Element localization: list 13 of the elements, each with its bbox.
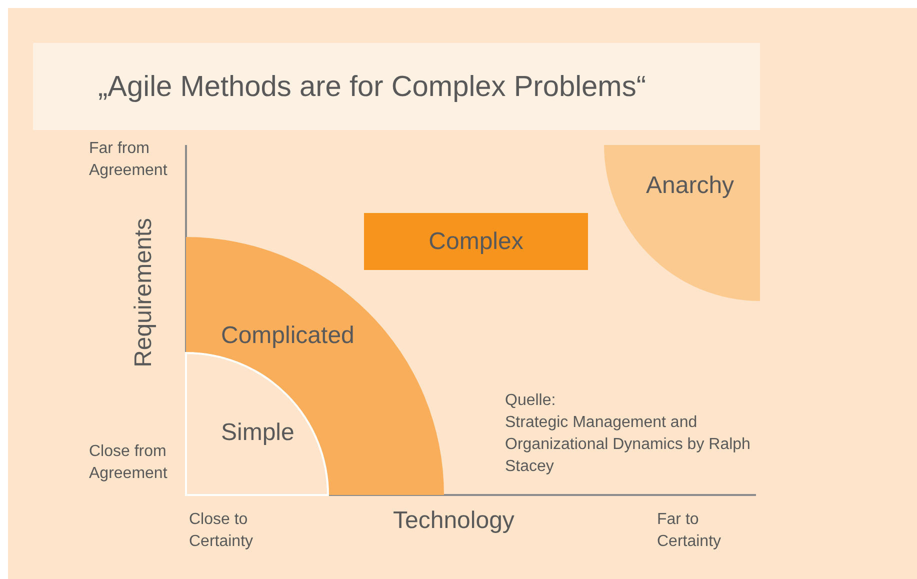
axis-label: Far to Certainty xyxy=(657,510,722,552)
region-label: Complex xyxy=(428,229,524,255)
axis-label: Close from Agreement xyxy=(89,442,168,484)
title: „Agile Methods are for Complex Problems“ xyxy=(98,70,646,105)
axis-label: Close to Certainty xyxy=(189,510,254,552)
region-label: Complicated xyxy=(221,323,354,349)
axis-label: Quelle: xyxy=(505,391,557,411)
axis-label: Strategic Management and Organizational Dynamics by Ralph Stacey xyxy=(505,413,752,477)
region-label: Anarchy xyxy=(646,173,734,199)
axis-title: Technology xyxy=(393,506,514,536)
axis-label: Far from Agreement xyxy=(89,139,168,181)
region-label: Simple xyxy=(221,420,294,446)
axis-title: Requirements xyxy=(130,218,158,368)
